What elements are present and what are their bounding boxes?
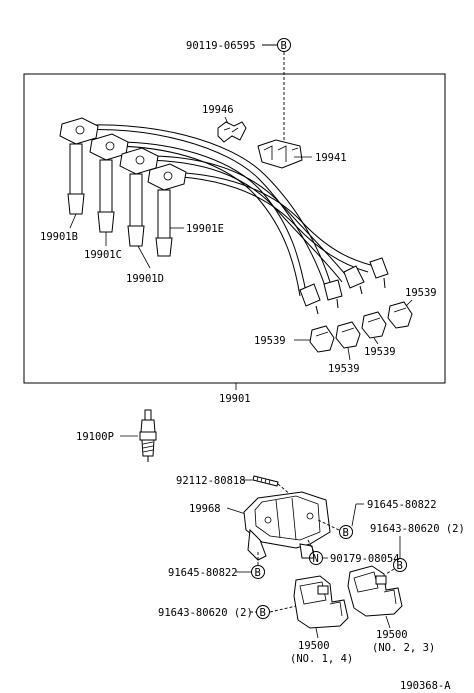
callout-bolt-right: 91643-80620 (2) B (370, 523, 465, 575)
marker-b: B (255, 567, 261, 579)
label-coil-23-note: (NO. 2, 3) (372, 642, 435, 654)
callout-stud: 92112-80818 (176, 475, 293, 497)
cord-end-e (147, 163, 187, 257)
label-coil-14-note: (NO. 1, 4) (290, 653, 353, 665)
label-nut-upper: 91645-80822 (367, 499, 437, 511)
label-clamp-b: 19941 (315, 152, 347, 164)
label-boot-2: 19539 (364, 346, 396, 358)
callout-bolt-lower: 91643-80620 (2) B (158, 605, 297, 619)
label-stud: 92112-80818 (176, 475, 246, 487)
label-cord-e: 19901E (186, 223, 224, 235)
callout-bolt-top: 90119-06595 B (186, 38, 291, 150)
spark-plug: 19100P (76, 409, 157, 462)
cord-labels: 19901B 19901C 19901D 19901E (40, 213, 224, 285)
label-boot-1: 19539 (405, 287, 437, 299)
ignition-coil-no14: 19500 (NO. 1, 4) (290, 575, 353, 665)
marker-b: B (281, 40, 287, 52)
label-bolt-top: 90119-06595 (186, 40, 256, 52)
cord-end-d (119, 147, 159, 247)
label-cord-b: 19901B (40, 231, 78, 243)
marker-b: B (343, 527, 349, 539)
marker-b: B (260, 607, 266, 619)
callout-nut-lower: 91645-80822 B (168, 552, 265, 579)
label-cord-set: 19901 (219, 393, 251, 405)
callout-nut-upper: 91645-80822 B (317, 499, 437, 539)
label-cord-c: 19901C (84, 249, 122, 261)
clamp-19946: 19946 (202, 104, 247, 143)
bracket-19968: 19968 (189, 491, 331, 561)
boot-left: 19539 (254, 325, 335, 353)
figure-id: 190368-A (400, 680, 451, 692)
plug-cord-ends (59, 117, 187, 257)
label-boot-3: 19539 (328, 363, 360, 375)
marker-n: N (313, 553, 319, 565)
label-bolt-right: 91643-80620 (2) (370, 523, 465, 535)
cord-set-frame (23, 73, 446, 384)
label-bolt-lower: 91643-80620 (2) (158, 607, 253, 619)
label-coil-23: 19500 (376, 629, 408, 641)
label-boot-4: 19539 (254, 335, 286, 347)
boot-mid: 19539 (328, 321, 361, 375)
cord-terminals (299, 257, 389, 315)
label-cord-d: 19901D (126, 273, 164, 285)
ignition-coil-no23: 19500 (NO. 2, 3) (347, 565, 435, 654)
label-spark-plug: 19100P (76, 431, 114, 443)
cord-end-c (89, 133, 129, 233)
boot-mid-right: 19539 (361, 311, 396, 358)
callout-n-part: N 90179-08054 (307, 539, 400, 565)
ignition-cords (71, 124, 375, 297)
boot-right: 19539 (387, 287, 437, 329)
cord-end-b (59, 117, 99, 215)
label-n-part: 90179-08054 (330, 553, 400, 565)
label-bracket: 19968 (189, 503, 221, 515)
label-coil-14: 19500 (298, 640, 330, 652)
label-nut-lower: 91645-80822 (168, 567, 238, 579)
label-clamp-a: 19946 (202, 104, 234, 116)
marker-b: B (397, 560, 403, 572)
clamp-19941: 19941 (257, 139, 347, 169)
